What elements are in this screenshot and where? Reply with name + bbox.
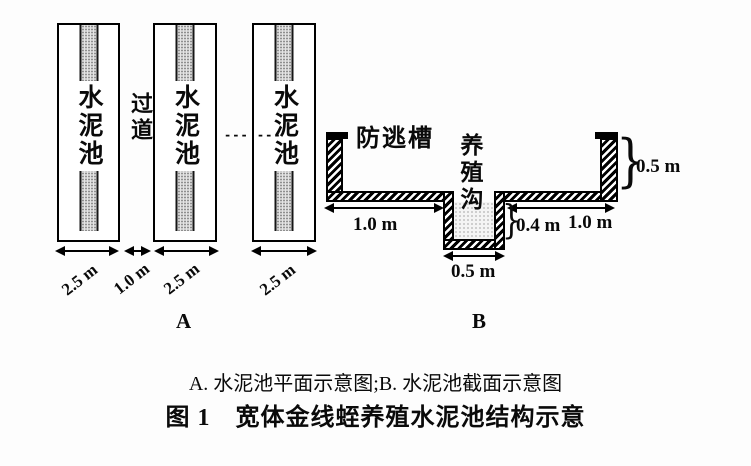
culture-ditch-label: 养殖沟	[457, 133, 482, 214]
dim-label-left-floor: 1.0 m	[353, 214, 398, 235]
pool-1-label: 水泥池	[75, 81, 102, 171]
dim-arrow-pool2-width	[154, 246, 219, 256]
caption-subtitle: A. 水泥池平面示意图;B. 水泥池截面示意图	[188, 373, 563, 395]
pool-3-label: 水泥池	[271, 81, 298, 171]
dim-label-ditch-depth: 0.4 m	[516, 215, 561, 236]
ditch-right-wall	[494, 191, 505, 250]
dim-arrow-aisle-width	[124, 246, 151, 256]
dim-label-wall-height: 0.5 m	[636, 156, 681, 177]
left-anti-escape-lip	[326, 132, 348, 139]
right-anti-escape-lip	[595, 132, 618, 139]
dim-arrow-pool3-width	[251, 246, 317, 256]
caption-title: 图 1 宽体金线蛭养殖水泥池结构示意	[165, 405, 586, 431]
pool-3: 水泥池	[252, 23, 316, 242]
pool-repeat-ellipsis: --- ---	[224, 128, 282, 142]
brace-ditch-depth: }	[502, 198, 522, 244]
pool-2: 水泥池	[153, 23, 217, 242]
panel-a-label: A	[176, 309, 192, 333]
pool-1: 水泥池	[57, 23, 120, 242]
pool-floor-left	[326, 191, 446, 202]
panel-b-label: B	[472, 309, 487, 333]
brace-wall-height: }	[616, 126, 646, 194]
dim-label-pool3-width: 2.5 m	[256, 259, 300, 300]
dim-arrow-ditch-width	[443, 251, 505, 261]
dim-label-ditch-width: 0.5 m	[451, 261, 496, 282]
aisle-label: 过道	[128, 92, 153, 144]
right-outer-wall	[600, 138, 618, 202]
dim-label-aisle-width: 1.0 m	[110, 258, 154, 299]
dim-label-pool1-width: 2.5 m	[58, 259, 102, 300]
dim-label-pool2-width: 2.5 m	[160, 258, 204, 299]
anti-escape-groove-label: 防逃槽	[356, 126, 434, 152]
dim-arrow-pool1-width	[55, 246, 119, 256]
dim-label-right-floor: 1.0 m	[568, 212, 613, 233]
dim-arrow-left-floor	[324, 203, 444, 213]
dim-arrow-right-floor	[507, 203, 615, 213]
ditch-interior	[454, 202, 494, 240]
pool-2-label: 水泥池	[172, 81, 199, 171]
